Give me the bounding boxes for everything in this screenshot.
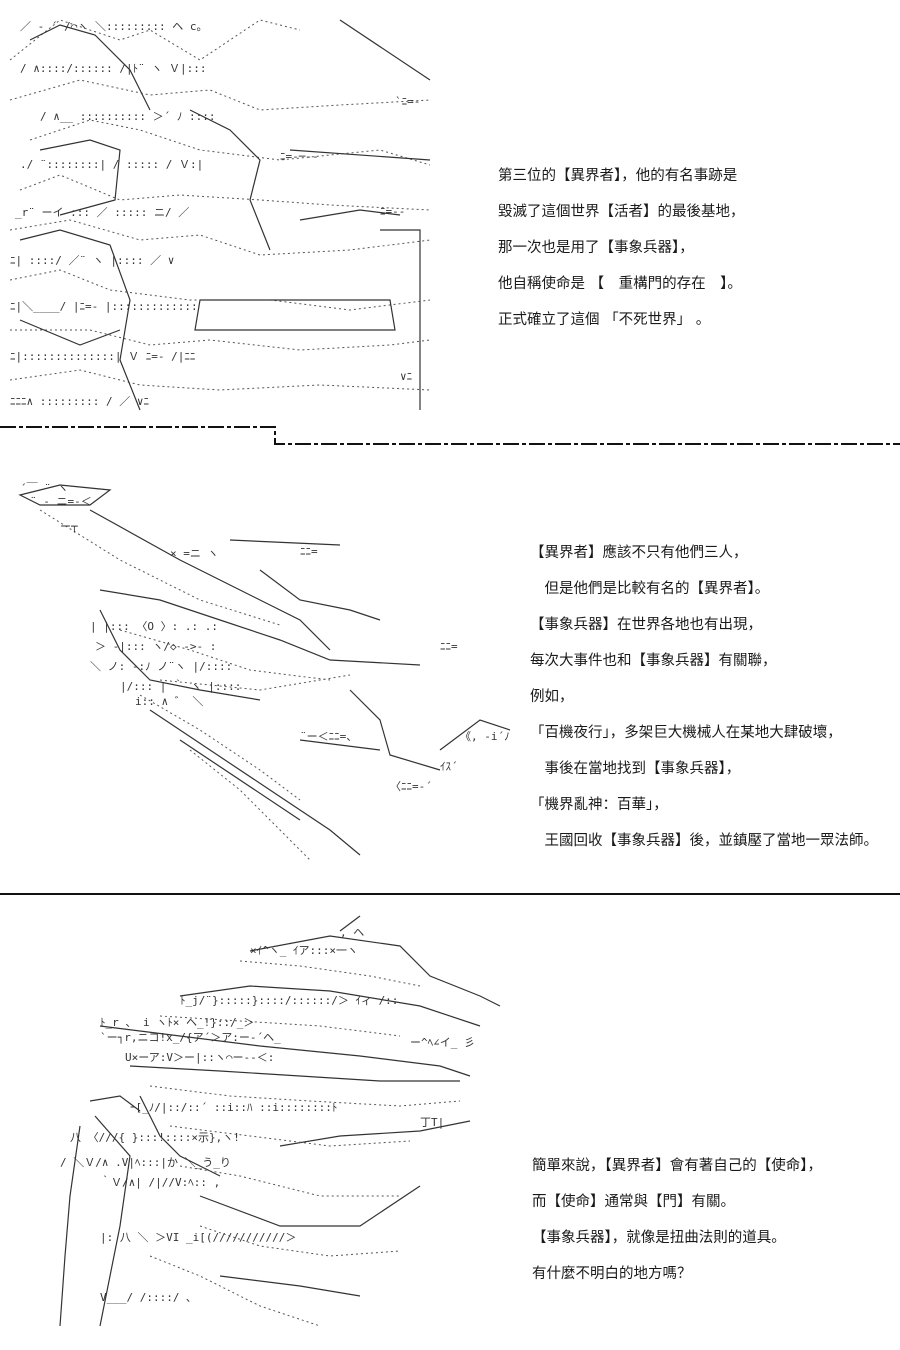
svg-text:`ﾆ=-: `ﾆ=-	[395, 95, 420, 108]
narration-line: 那一次也是用了【事象兵器】，	[498, 240, 694, 256]
panel-divider-2	[0, 893, 900, 895]
svg-text:ﾆﾆ=: ﾆﾆ=	[300, 545, 318, 558]
svg-text:ﾆ| ::::/ ／¨ ヽ |:::: ／ ∨: ﾆ| ::::/ ／¨ ヽ |:::: ／ ∨	[10, 254, 174, 267]
svg-text:＼ ノ: -:ﾉ ノ¨ヽ |/::::: ＼ ノ: -:ﾉ ノ¨ヽ |/::::	[90, 660, 232, 673]
svg-text:ﾆﾆ=: ﾆﾆ=	[440, 640, 458, 653]
narration-line: 正式確立了這個 「不死世界」 。	[498, 312, 711, 328]
svg-text:`ー┐r,ニコ!x_/{ア´＞ア:ー-´ヘ_: `ー┐r,ニコ!x_/{ア´＞ア:ー-´ヘ_	[100, 1031, 281, 1044]
svg-text:ｲｽ´: ｲｽ´	[440, 760, 458, 773]
svg-text:ー^ﾍ∠イ_ 彡: ー^ﾍ∠イ_ 彡	[410, 1036, 475, 1049]
svg-text:ﾆ|::::::::::::::| Ｖ ﾆ=- /|: ﾆ|::::::::::::::| Ｖ ﾆ=- /|ﾆﾆ	[10, 350, 195, 363]
panel-2: ´￣ ¨ ヽ ¨ - ニ=-＜ ー┬ × =ニ ヽ | |::: 〈O 〉: .…	[0, 450, 900, 892]
panel-3: , ヘ ×ｲ^ヽ_ ｲア:::×一ヽ ﾄ_j/¨}:::::}::::/::::…	[0, 896, 900, 1350]
narration-line: 【事象兵器】，就像是扭曲法則的道具。	[532, 1230, 786, 1246]
svg-text:¨ - ニ=-＜: ¨ - ニ=-＜	[30, 495, 92, 508]
narration-line: 例如，	[530, 689, 574, 705]
svg-text:八 〈///{ }:::!::::×示},ヽ!: 八 〈///{ }:::!::::×示},ヽ!	[70, 1131, 240, 1144]
svg-text:ﾆﾆﾆ∧ ::::::::: / ／ ∨ﾆ: ﾆﾆﾆ∧ ::::::::: / ／ ∨ﾆ	[10, 395, 149, 408]
narration-line: 王國回收【事象兵器】後，並鎮壓了當地一眾法師。	[530, 833, 878, 849]
svg-text:＞ -|::: ヽ/◇ ->- :: ＞ -|::: ヽ/◇ ->- :	[95, 640, 216, 653]
svg-text:〈ﾆﾆ=-´: 〈ﾆﾆ=-´	[390, 780, 432, 793]
narration-line: 「機界亂神：百華」，	[530, 797, 668, 813]
narration-block-2: 【異界者】應該不只有他們三人， 但是他們是比較有名的【異界者】。 【事象兵器】在…	[530, 535, 878, 859]
svg-text:《, -i´ﾉ: 《, -i´ﾉ	[460, 730, 510, 743]
svg-text:´￣ ¨ ヽ: ´￣ ¨ ヽ	[20, 481, 69, 495]
svg-text:｀Ｖ/∧| /|//V:ﾍ:: ,: ｀Ｖ/∧| /|//V:ﾍ:: ,	[100, 1174, 220, 1189]
svg-text:ﾄ_j/¨}:::::}::::/::::::/＞ ｲィ /: ﾄ_j/¨}:::::}::::/::::::/＞ ｲィ /::	[180, 994, 398, 1007]
svg-text:|: 八 ＼ ＞VI _i[(///////////＞: |: 八 ＼ ＞VI _i[(///////////＞	[100, 1231, 296, 1244]
ascii-art-mechanical-bird: ´￣ ¨ ヽ ¨ - ニ=-＜ ー┬ × =ニ ヽ | |::: 〈O 〉: .…	[0, 450, 520, 892]
svg-text:∨ﾆ: ∨ﾆ	[400, 370, 412, 383]
svg-text:| |::: 〈O 〉: .: .:: | |::: 〈O 〉: .: .:	[90, 620, 218, 633]
svg-text:_r¨ ーイ ::: ／ ::::: ニ/ ／: _r¨ ーイ ::: ／ ::::: ニ/ ／	[15, 206, 189, 219]
svg-text:×ｲ^ヽ_ ｲア:::×一ヽ: ×ｲ^ヽ_ ｲア:::×一ヽ	[250, 944, 358, 957]
svg-text:ﾄ_r 、 i ヽﾄ× ヘ_!}::/_＞: ﾄ_r 、 i ヽﾄ× ヘ_!}::/_＞	[100, 1016, 254, 1029]
svg-text:ﾆ|＼____/ |ﾆ=- |:::::::::::::: ﾆ|＼____/ |ﾆ=- |:::::::::::::	[10, 300, 198, 313]
svg-text:ﾆ=-─--: ﾆ=-─--	[280, 150, 319, 163]
narration-line: 每次大事件也和【事象兵器】有關聯，	[530, 653, 777, 669]
narration-block-3: 簡單來說，【異界者】會有著自己的【使命】， 而【使命】通常與【門】有關。 【事象…	[532, 1148, 822, 1292]
ascii-art-hooded-figure: , ヘ ×ｲ^ヽ_ ｲア:::×一ヽ ﾄ_j/¨}:::::}::::/::::…	[0, 896, 520, 1350]
svg-text:|/::: | ｀ ヽ |::::: |/::: | ｀ ヽ |::::	[120, 678, 241, 693]
narration-line: 他自稱使命是 【 重構門的存在 】。	[498, 276, 742, 292]
svg-text:i:: ∧ ゛ ＼: i:: ∧ ゛ ＼	[135, 695, 203, 708]
svg-text:ﾆ=--: ﾆ=--	[380, 205, 405, 218]
panel-divider-1	[0, 426, 900, 445]
svg-text:／ ‐ ´ /⌒ヽ ＼::::::::: ヘ c。: ／ ‐ ´ /⌒ヽ ＼::::::::: ヘ c。	[20, 20, 207, 33]
svg-text:/ ＼Ｖ/∧ .V|ﾍ:::|か ＼_う_り: / ＼Ｖ/∧ .V|ﾍ:::|か ＼_う_り	[60, 1156, 231, 1169]
ascii-art-figure-city: ／ ‐ ´ /⌒ヽ ＼::::::::: ヘ c。 / ∧::::/::::::…	[0, 0, 440, 445]
svg-text:ｰ[_ﾉ/|::/::´ ::i::ﾊ ::i:::::::: ｰ[_ﾉ/|::/::´ ::i::ﾊ ::i::::::::ﾄ	[130, 1101, 337, 1114]
svg-text:丁T|: 丁T|	[420, 1116, 444, 1129]
svg-text:, ヘ: , ヘ	[340, 926, 364, 939]
narration-line: 第三位的【異界者】，他的有名事跡是	[498, 168, 738, 184]
narration-line: 【事象兵器】在世界各地也有出現，	[530, 617, 762, 633]
narration-line: 【異界者】應該不只有他們三人，	[530, 545, 748, 561]
svg-text:/ ∧::::/:::::: /|ﾄ¨ ヽ Ｖ|:::: / ∧::::/:::::: /|ﾄ¨ ヽ Ｖ|:::	[20, 62, 206, 75]
svg-text:U×ーア:V＞ー|::ヽ⌒ー--＜:: U×ーア:V＞ー|::ヽ⌒ー--＜:	[125, 1051, 274, 1064]
svg-text:× =ニ ヽ: × =ニ ヽ	[170, 547, 219, 560]
narration-line: 毀滅了這個世界【活者】的最後基地，	[498, 204, 745, 220]
narration-line: 有什麼不明白的地方嗎？	[532, 1266, 692, 1282]
svg-text:ー┬: ー┬	[60, 520, 78, 533]
narration-block-1: 第三位的【異界者】，他的有名事跡是 毀滅了這個世界【活者】的最後基地， 那一次也…	[498, 158, 745, 338]
svg-text:¨ー＜ﾆﾆ=、: ¨ー＜ﾆﾆ=、	[300, 730, 357, 743]
narration-line: 簡單來說，【異界者】會有著自己的【使命】，	[532, 1158, 822, 1174]
narration-line: 但是他們是比較有名的【異界者】。	[530, 581, 770, 597]
svg-text:./ ¨::::::::| / ::::: / Ｖ:|: ./ ¨::::::::| / ::::: / Ｖ:|	[20, 158, 203, 171]
narration-line: 事後在當地找到【事象兵器】，	[530, 761, 741, 777]
narration-line: 「百機夜行」，多架巨大機械人在某地大肆破壞，	[530, 725, 842, 741]
svg-text:V___/ /::::/ ､: V___/ /::::/ ､	[100, 1291, 192, 1304]
panel-1: ／ ‐ ´ /⌒ヽ ＼::::::::: ヘ c。 / ∧::::/::::::…	[0, 0, 900, 445]
narration-line: 而【使命】通常與【門】有關。	[532, 1194, 735, 1210]
svg-text:/ ∧__ :::::::::: ＞´ ﾉ ::::: / ∧__ :::::::::: ＞´ ﾉ ::::	[40, 110, 215, 123]
